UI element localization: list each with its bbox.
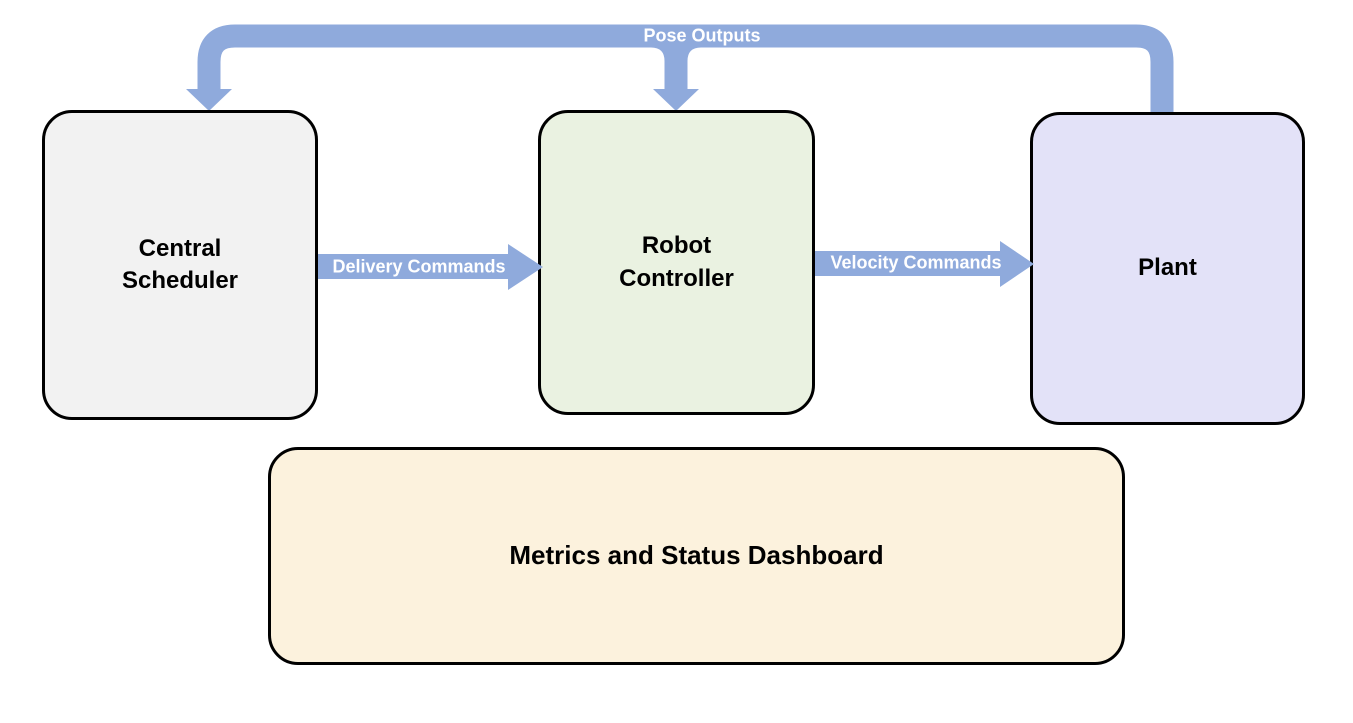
pose-outputs-branch-fillet-left (651, 47, 665, 61)
edge-label-pose-outputs: Pose Outputs (643, 25, 761, 46)
node-robot-controller-label: Robot Controller (619, 232, 734, 292)
node-central-scheduler: Central Scheduler (42, 110, 318, 420)
node-plant-label: Plant (1138, 254, 1197, 282)
velocity-commands-arrowhead-icon (1000, 241, 1034, 287)
node-robot-controller: Robot Controller (538, 110, 815, 415)
edge-label-velocity-commands: Velocity Commands (830, 252, 1002, 273)
node-plant: Plant (1030, 112, 1305, 425)
node-metrics-dashboard-label: Metrics and Status Dashboard (509, 540, 884, 571)
edge-label-delivery-commands: Delivery Commands (332, 256, 506, 277)
node-central-scheduler-label: Central Scheduler (121, 234, 239, 294)
pose-arrowhead-to-scheduler-icon (186, 89, 232, 111)
pose-arrowhead-to-controller-icon (653, 89, 699, 111)
pose-outputs-branch-fillet-right (687, 47, 701, 61)
node-metrics-dashboard: Metrics and Status Dashboard (268, 447, 1125, 665)
